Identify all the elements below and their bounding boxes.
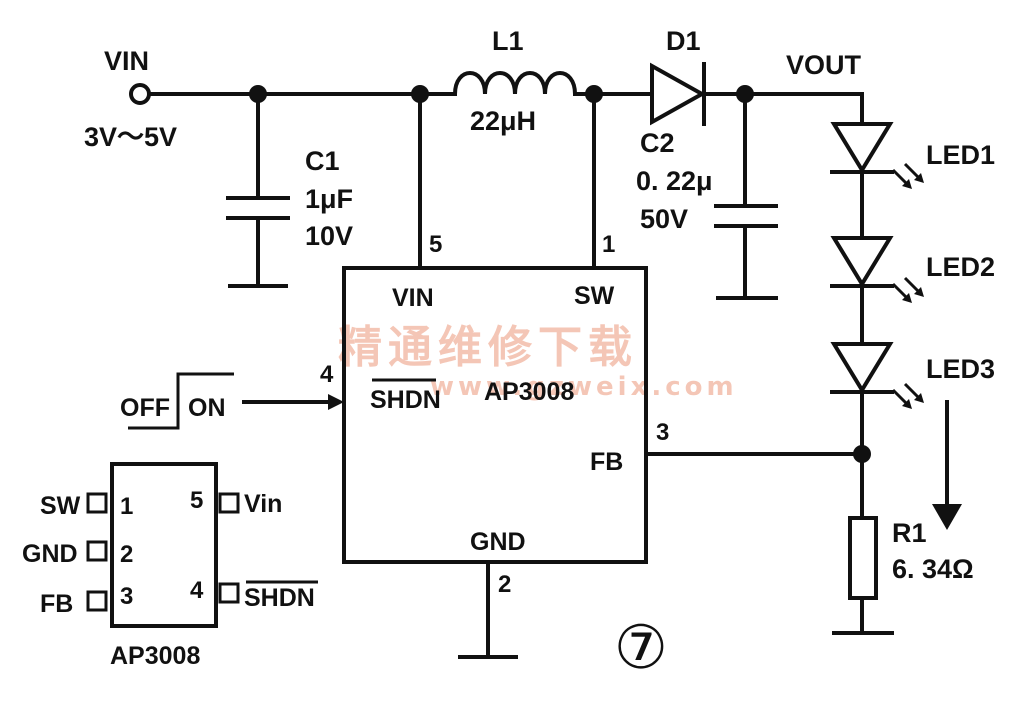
ic-gnd-pin-number: 2 [498, 571, 511, 598]
ic-ground [458, 560, 518, 659]
l1-ref: L1 [492, 26, 524, 56]
led1-light-arrows [891, 162, 924, 189]
package-pin-gnd-label: GND [22, 540, 78, 568]
capacitor-c1 [226, 92, 290, 288]
l1-value: 22μH [470, 106, 536, 136]
ic-vin-pin-number: 5 [429, 231, 442, 258]
package-pin-1-pad [86, 492, 108, 514]
package-pin-sw-label: SW [40, 492, 81, 520]
top-rail-input [147, 85, 457, 103]
ic-fb-pin-number: 3 [656, 419, 669, 446]
ic-fb-pin-label: FB [590, 448, 623, 476]
control-on-label: ON [188, 394, 226, 422]
package-pin-fb-label: FB [40, 590, 73, 618]
capacitor-c2 [714, 92, 778, 300]
r1-ref: R1 [892, 518, 927, 548]
package-pin-vin-label: Vin [244, 490, 282, 518]
package-pin-4-number: 4 [190, 577, 204, 604]
watermark-url: www.gzweix.com [430, 372, 738, 402]
package-pin-5-pad [218, 492, 240, 514]
r1-value: 6. 34Ω [892, 554, 974, 584]
ic-shdn-pin-label: SHDN [370, 386, 441, 414]
watermark-text: 精通维修下载 [338, 322, 638, 373]
package-pin-2-number: 2 [120, 541, 133, 568]
d1-ref: D1 [666, 26, 701, 56]
ic-shdn-pin-number: 4 [320, 361, 334, 388]
package-name: AP3008 [110, 642, 200, 670]
ic-ap3008 [342, 266, 648, 564]
led1-label: LED1 [926, 140, 995, 170]
vin-terminal [129, 83, 151, 105]
c1-voltage: 10V [305, 221, 353, 251]
resistor-r1 [832, 516, 894, 635]
package-pin-3-number: 3 [120, 583, 133, 610]
vin-range: 3V～5V [84, 122, 177, 152]
shdn-control-signal [128, 372, 344, 430]
led2-label: LED2 [926, 252, 995, 282]
c2-voltage: 50V [640, 204, 688, 234]
package-pin-2-pad [86, 540, 108, 562]
control-off-label: OFF [120, 394, 170, 422]
vin-label: VIN [104, 46, 149, 76]
ic-sw-pin-label: SW [574, 282, 615, 310]
package-body [86, 462, 240, 628]
package-pin-1-number: 1 [120, 493, 133, 520]
c1-ref: C1 [305, 146, 340, 176]
ic-sw-pin-number: 1 [602, 231, 615, 258]
ic-vin-pin-label: VIN [392, 284, 434, 312]
led3-light-arrows [891, 382, 924, 409]
inductor-l1 [452, 71, 652, 103]
package-pin-3-pad [86, 590, 108, 612]
ic-gnd-pin-label: GND [470, 528, 526, 556]
package-pin-shdn-label: SHDN [244, 584, 315, 612]
vout-label: VOUT [786, 50, 862, 80]
c2-ref: C2 [640, 128, 675, 158]
c1-value: 1μF [305, 184, 353, 214]
ic-name: AP3008 [484, 378, 574, 406]
figure-number: ⑦ [614, 613, 668, 683]
led2-light-arrows [891, 276, 924, 303]
current-direction-arrow [932, 400, 962, 530]
package-pin-4-pad [218, 582, 240, 604]
led3-label: LED3 [926, 354, 995, 384]
c2-value: 0. 22μ [636, 166, 713, 196]
package-pin-5-number: 5 [190, 487, 203, 514]
